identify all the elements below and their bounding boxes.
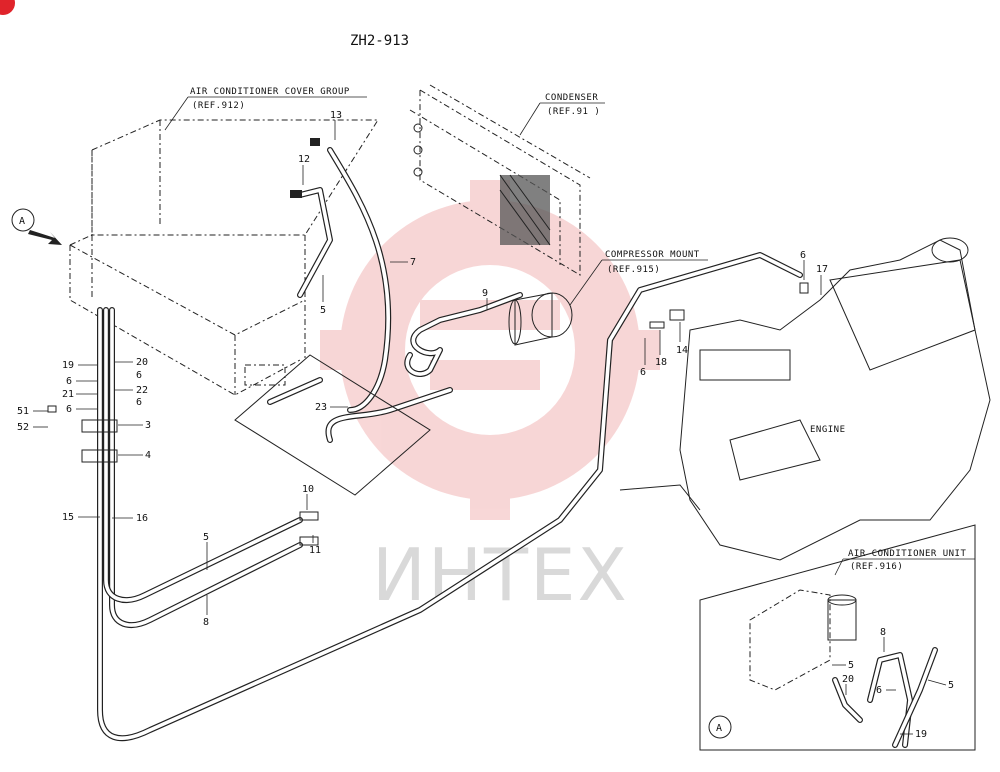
fittings — [81, 138, 809, 546]
part-number: 11 — [309, 545, 321, 556]
hoses — [97, 147, 803, 742]
part-number: 15 — [62, 512, 74, 523]
diagram-title: ZH2-913 — [350, 33, 409, 49]
svg-text:(REF.91 ): (REF.91 ) — [547, 107, 600, 117]
part-number: 6 — [876, 685, 882, 696]
part-number: 17 — [816, 264, 828, 275]
part-number: 12 — [298, 154, 310, 165]
svg-text:COMPRESSOR MOUNT: COMPRESSOR MOUNT — [605, 250, 700, 260]
part-number: 19 — [915, 729, 927, 740]
view-marker-label: A — [19, 216, 25, 227]
part-number: 52 — [17, 422, 29, 433]
svg-text:(REF.916): (REF.916) — [850, 562, 903, 572]
part-number: 5 — [203, 532, 209, 543]
part-number: 3 — [145, 420, 151, 431]
callout-compressor-mount: COMPRESSOR MOUNT (REF.915) — [569, 250, 708, 306]
callout-cover-group: AIR CONDITIONER COVER GROUP (REF.912) — [164, 87, 367, 131]
part-number: 6 — [136, 397, 142, 408]
part-number: 6 — [66, 404, 72, 415]
part-number: 14 — [676, 345, 688, 356]
part-number: 13 — [330, 110, 342, 121]
part-number: 5 — [320, 305, 326, 316]
part-number: 6 — [800, 250, 806, 261]
part-number: 9 — [482, 288, 488, 299]
condenser — [409, 84, 591, 276]
corner-badge — [0, 0, 15, 15]
svg-text:AIR CONDITIONER UNIT: AIR CONDITIONER UNIT — [848, 549, 966, 559]
part-number: 6 — [640, 367, 646, 378]
callout-condenser: CONDENSER (REF.91 ) — [519, 93, 605, 136]
part-number: 19 — [62, 360, 74, 371]
watermark-text: ИНТЕХ — [372, 533, 629, 617]
part-number: 20 — [136, 357, 148, 368]
part-number: 23 — [315, 402, 327, 413]
part-number: 5 — [948, 680, 954, 691]
part-number: 10 — [302, 484, 314, 495]
compressor — [508, 292, 573, 346]
watermark-gear — [320, 180, 660, 520]
inset-view-marker: A — [716, 723, 722, 734]
view-marker-a: A — [11, 208, 62, 245]
view-arrow-icon — [28, 230, 62, 245]
engine — [619, 237, 991, 561]
cover-group — [69, 119, 379, 396]
detail-frame — [234, 354, 431, 496]
part-number: 16 — [136, 513, 148, 524]
svg-text:(REF.912): (REF.912) — [192, 101, 245, 111]
part-number: 5 — [848, 660, 854, 671]
part-number: 51 — [17, 406, 29, 417]
inset-ac-unit: AIR CONDITIONER UNIT (REF.916) 8 5 20 6 … — [699, 524, 976, 751]
part-number: 8 — [880, 627, 886, 638]
part-number: 18 — [655, 357, 667, 368]
part-callouts: 13 12 5 7 9 6 17 18 14 6 23 19 20 6 6 21… — [17, 110, 828, 628]
svg-text:CONDENSER: CONDENSER — [545, 93, 598, 103]
part-number: 22 — [136, 385, 148, 396]
part-number: 21 — [62, 389, 74, 400]
part-number: 20 — [842, 674, 854, 685]
part-number: 6 — [66, 376, 72, 387]
part-number: 7 — [410, 257, 416, 268]
part-number: 4 — [145, 450, 151, 461]
part-number: 6 — [136, 370, 142, 381]
part-number: 8 — [203, 617, 209, 628]
svg-text:(REF.915): (REF.915) — [607, 265, 660, 275]
svg-text:AIR CONDITIONER COVER GROUP: AIR CONDITIONER COVER GROUP — [190, 87, 350, 97]
engine-label: ENGINE — [810, 425, 846, 435]
